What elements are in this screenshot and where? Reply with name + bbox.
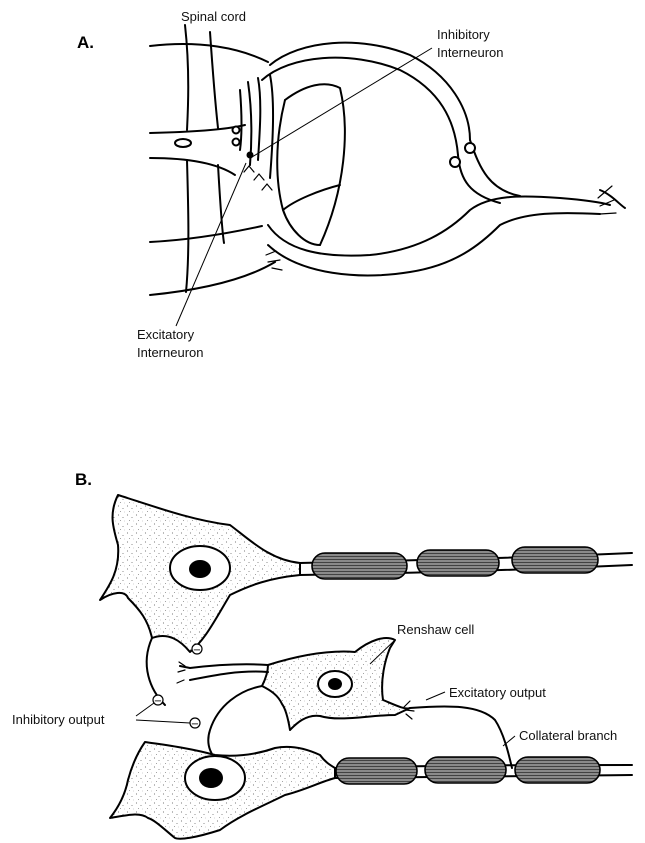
inhibitory-synapse-bottom: −	[190, 718, 200, 730]
inhibitory-synapse-left: −	[153, 695, 163, 707]
spinal-cord-outline	[150, 25, 275, 295]
panel-b: B.	[12, 470, 632, 839]
inhibitory-synapse-top: −	[192, 644, 202, 656]
svg-text:−: −	[154, 696, 162, 707]
excitatory-output-leader	[426, 692, 445, 700]
bottom-motor-neuron	[110, 742, 632, 839]
inhibitory-output-leader-1	[136, 703, 154, 716]
spinal-cord-label: Spinal cord	[181, 9, 246, 24]
renshaw-cell-label: Renshaw cell	[397, 622, 474, 637]
inhibitory-output-leader-2	[136, 720, 190, 723]
svg-text:−: −	[191, 719, 199, 730]
svg-text:−: −	[193, 645, 201, 656]
excitatory-output-label: Excitatory output	[449, 685, 546, 700]
inhibitory-output-label: Inhibitory output	[12, 712, 105, 727]
reflex-loop	[233, 43, 626, 276]
excitatory-interneuron-leader	[176, 163, 246, 326]
panel-a-label: A.	[77, 33, 94, 52]
excitatory-interneuron-label-line2: Interneuron	[137, 345, 204, 360]
panel-a: A.	[77, 9, 625, 360]
collateral-branch-label: Collateral branch	[519, 728, 617, 743]
renshaw-cell	[177, 638, 512, 768]
inhibitory-interneuron-label-line2: Interneuron	[437, 45, 504, 60]
inhibitory-interneuron-label-line1: Inhibitory	[437, 27, 490, 42]
inhibitory-interneuron-leader	[252, 48, 432, 157]
excitatory-interneuron-label-line1: Excitatory	[137, 327, 195, 342]
panel-b-label: B.	[75, 470, 92, 489]
